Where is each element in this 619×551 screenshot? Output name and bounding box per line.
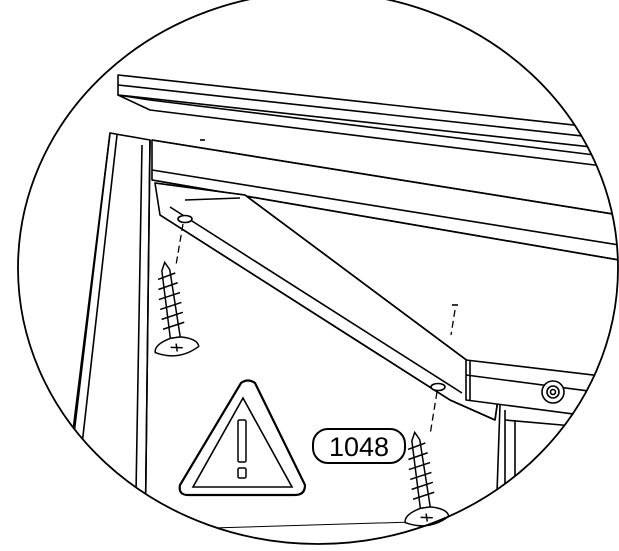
bolt-head-icon [541,380,565,404]
top-beam [117,74,618,169]
detail-circle [17,0,619,545]
screw-icon [154,260,200,357]
warning-triangle-icon [178,379,307,497]
guide-line-left [175,223,184,266]
front-rail [151,139,618,261]
screw-hole-right [430,382,446,392]
part-label-box [312,428,406,464]
part-label-text: 1048 [329,432,389,462]
part-label: 1048 [312,428,406,464]
screw-hole-left [177,214,193,224]
guide-line-right [429,391,438,436]
